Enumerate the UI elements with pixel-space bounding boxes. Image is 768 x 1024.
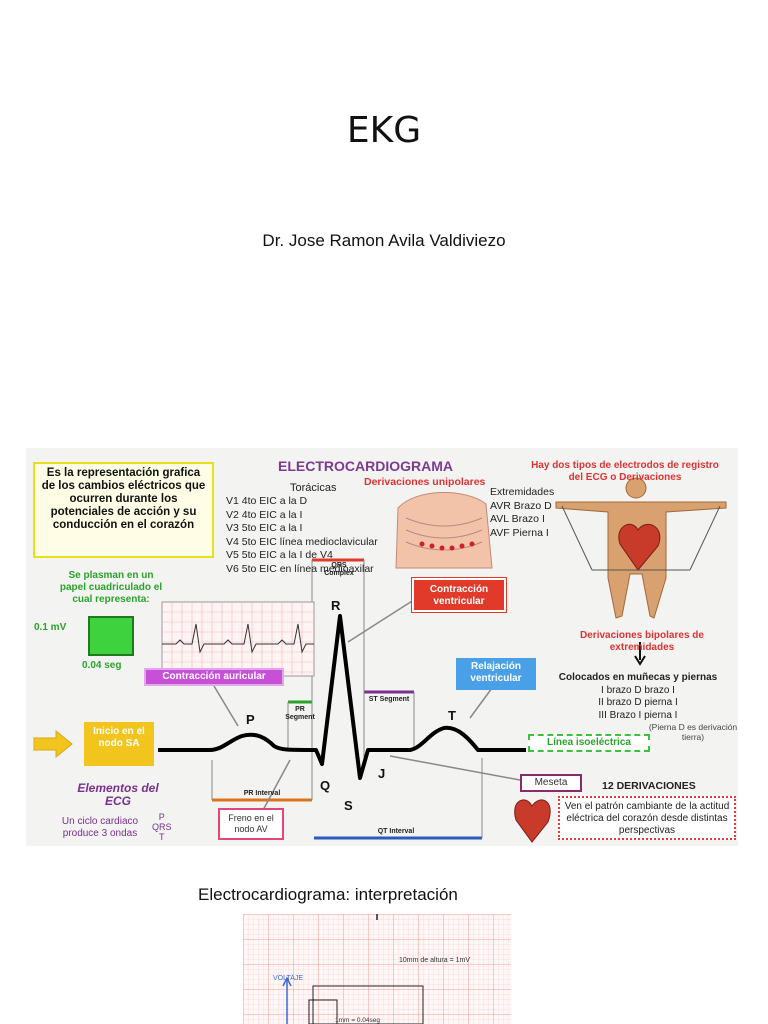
elementos-heading: Elementos del ECG <box>77 781 159 808</box>
extremidades-label: Extremidades <box>490 486 555 498</box>
pr-interval-label: PR Interval <box>243 790 281 797</box>
small-square-outline <box>308 999 338 1024</box>
wave-r-label: R <box>331 598 341 613</box>
limb-leads-list: Extremidades AVR Brazo D AVL Brazo I AVF… <box>490 486 554 540</box>
wave-list-item: T <box>159 832 165 842</box>
ecg-infographic: Es la representación grafica de los camb… <box>26 448 738 846</box>
ciclo-note: Un ciclo cardiaco produce 3 ondas <box>61 816 139 839</box>
chest-lead: V6 5to EIC en línea medioaxilar <box>226 562 374 575</box>
chest-lead: V3 5to EIC a la I <box>226 522 303 534</box>
chest-leads-list: V1 4to EIC a la D V2 4to EIC a la I V3 5… <box>226 495 378 576</box>
unipolares-label: Derivaciones unipolares <box>364 476 486 488</box>
mini-ecg-grid <box>161 601 315 677</box>
chest-lead: V1 4to EIC a la D <box>226 495 308 507</box>
wave-t-label: T <box>448 708 456 723</box>
wave-q-label: Q <box>320 778 331 793</box>
limb-lead: AVF Pierna I <box>490 526 549 539</box>
wave-j-label: J <box>378 766 386 781</box>
ven-patron-note: Ven el patrón cambiante de la actitud el… <box>558 796 736 840</box>
inicio-nodo-label: Inicio en el nodo SA <box>84 722 154 766</box>
bipolares-label: Derivaciones bipolares de extremidades <box>580 630 704 653</box>
colocados-item: II brazo D pierna I <box>598 697 678 708</box>
toracicas-label: Torácicas <box>290 482 337 494</box>
colocados-list: Colocados en muñecas y piernas I brazo D… <box>538 672 738 722</box>
chest-illustration <box>395 491 493 569</box>
definition-box: Es la representación grafica de los camb… <box>33 462 214 558</box>
altura-label: 10mm de altura = 1mV <box>399 957 471 964</box>
ecg-grid-paper: VOLTAJE 10mm de altura = 1mV 1mm = 0.04s… <box>243 914 511 1024</box>
limb-lead: AVR Brazo D <box>490 499 552 512</box>
freno-label: Freno en el nodo AV <box>218 808 284 840</box>
linea-isoelectrica-label: Línea isoeléctrica <box>528 734 650 752</box>
limb-lead: AVL Brazo I <box>490 513 545 525</box>
ecg-diagram-svg <box>33 477 727 843</box>
qrs-complex-label: QRS Complex <box>324 562 354 577</box>
ecg-trace <box>158 614 526 780</box>
inicio-arrow-icon <box>33 729 73 759</box>
interpretation-title: Electrocardiograma: interpretación <box>198 885 458 904</box>
pr-segment-label: PR Segment <box>285 706 315 721</box>
electrode-types-note: Hay dos tipos de electrodos de registro … <box>531 460 719 483</box>
contraccion-auricular-label: Contracción auricular <box>144 668 284 686</box>
colocados-item: I brazo D brazo I <box>601 684 675 696</box>
st-segment-label: ST Segment <box>368 696 410 703</box>
tierra-note: (Pierna D es derivación tierra) <box>648 722 738 742</box>
wave-list-item: P <box>158 812 165 822</box>
seg-label: 0.04 seg <box>82 660 122 671</box>
pointer-line <box>347 595 421 643</box>
grid-paper-svg <box>243 914 511 1024</box>
colocados-heading: Colocados en muñecas y piernas <box>558 672 718 683</box>
plasman-note: Se plasman en un papel cuadriculado el c… <box>59 570 163 605</box>
slide-author: Dr. Jose Ramon Avila Valdiviezo <box>262 231 506 250</box>
meseta-label: Meseta <box>520 774 582 792</box>
figure-title: ELECTROCARDIOGRAMA <box>278 458 453 474</box>
chest-lead: V5 5to EIC a la I de V4 <box>226 549 333 561</box>
voltaje-label: VOLTAJE <box>273 975 304 982</box>
wave-s-label: S <box>344 798 353 813</box>
heart-icon <box>514 799 551 843</box>
wave-list: P QRS T <box>152 812 172 842</box>
body-illustration <box>555 477 727 619</box>
wave-p-label: P <box>246 712 255 727</box>
qt-interval-label: QT Interval <box>377 828 415 835</box>
chest-lead: V4 5to EIC línea medioclavicular <box>226 535 378 548</box>
big-square-outline <box>312 985 424 1024</box>
relajacion-ventricular-label: Relajación ventricular <box>456 658 536 690</box>
doce-derivaciones-label: 12 DERIVACIONES <box>602 780 696 792</box>
grid-square-sample <box>88 616 134 656</box>
mv-label: 0.1 mV <box>34 622 67 633</box>
chest-lead: V2 4to EIC a la I <box>226 508 303 521</box>
tiempo-label: 1mm = 0.04seg <box>335 1017 380 1024</box>
contraccion-ventricular-label: Contracción ventricular <box>411 577 507 613</box>
colocados-item: III Brazo I pierna I <box>598 709 678 721</box>
slide-title: EKG <box>346 110 422 151</box>
wave-list-item: QRS <box>152 822 172 832</box>
